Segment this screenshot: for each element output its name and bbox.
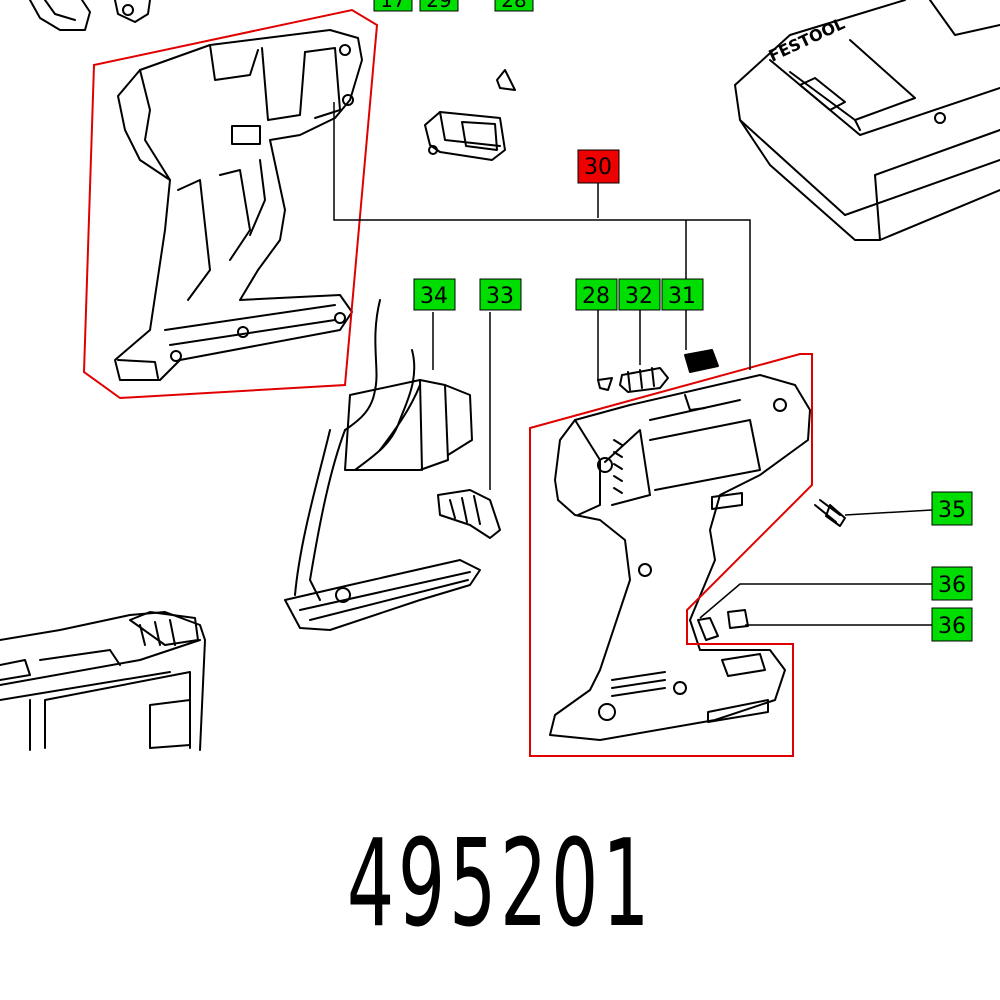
callout-30-label: 30 [584,155,612,180]
pin-part-2 [727,609,749,629]
callout-35: 35 [931,491,973,526]
left-housing-outline [82,8,379,400]
callout-28-top: 28 [494,0,534,12]
label-plate-part [684,349,719,373]
callout-31: 31 [661,278,704,311]
callout-32-label: 32 [625,284,653,309]
right-housing-outline [529,353,813,757]
callout-28-label: 28 [582,284,610,309]
charger-brand-text: FESTOOL [766,14,848,66]
small-clip-part [496,69,516,91]
callout-36-upper-label: 36 [938,573,966,598]
leader-lines [333,102,933,626]
part-number: 495201 [346,815,654,954]
callout-33: 33 [479,278,522,311]
spring-clip-part [597,377,613,391]
top-left-part-fragment [29,0,151,31]
callout-32: 32 [618,278,661,311]
callout-29-label: 29 [426,0,451,12]
cover-part [437,489,501,539]
callout-34: 34 [413,278,456,311]
callout-28: 28 [575,278,618,311]
slider-button-part [619,367,669,393]
small-cover-part [424,111,506,161]
callout-33-label: 33 [486,284,514,309]
callout-31-label: 31 [668,284,696,309]
screw-part [814,499,846,527]
pin-part-1 [697,617,719,641]
right-housing-half [549,374,811,741]
callout-35-label: 35 [938,498,966,523]
battery-pack [0,611,206,751]
left-housing-half [114,29,363,381]
callout-36-upper: 36 [931,566,973,601]
callout-36-lower-label: 36 [938,614,966,639]
switch-and-wiring [284,299,481,631]
callout-17-label: 17 [380,0,405,12]
callout-28-top-label: 28 [501,0,526,12]
callout-34-label: 34 [420,284,448,309]
callout-17: 17 [373,0,413,12]
callout-29: 29 [419,0,459,12]
charger [734,0,1000,241]
callout-30: 30 [577,149,620,184]
callout-36-lower: 36 [931,607,973,642]
